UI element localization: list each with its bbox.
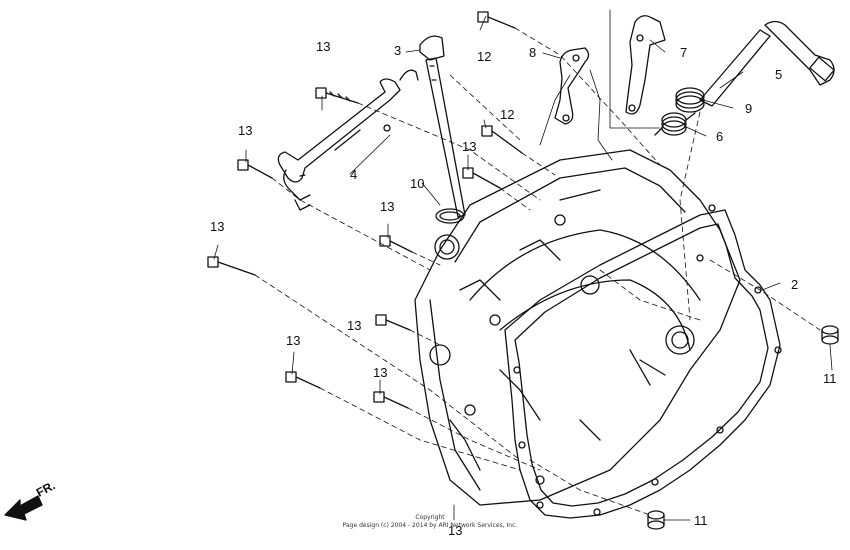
callout-3: 3	[394, 43, 402, 58]
dowel-pin-upper	[821, 325, 839, 345]
callout-9: 9	[745, 101, 753, 116]
front-direction-arrow	[4, 495, 43, 521]
callout-12: 12	[500, 107, 515, 122]
copyright-line-1: Copyright	[415, 514, 445, 521]
callout-13: 13	[380, 199, 395, 214]
spring-6	[654, 112, 696, 136]
shift-lever-plate	[554, 47, 590, 125]
callout-8: 8	[529, 45, 537, 60]
copyright-line-2: Page design (c) 2004 - 2014 by ARI Netwo…	[342, 521, 518, 529]
dashed-alignment-lines	[254, 27, 821, 516]
bolt-13-e	[207, 256, 256, 276]
bolt-12-a	[477, 11, 516, 29]
copyright-notice: Copyright Page design (c) 2004 - 2014 by…	[330, 514, 530, 530]
callout-13: 13	[316, 39, 331, 54]
callout-4: 4	[350, 167, 358, 182]
bolt-13-a	[315, 87, 359, 104]
oil-dipstick	[419, 35, 466, 218]
callout-2: 2	[791, 277, 799, 292]
gasket	[504, 204, 782, 519]
callout-5: 5	[775, 67, 783, 82]
callout-12: 12	[477, 49, 492, 64]
leader-lines	[213, 9, 833, 521]
bolt-13-d	[379, 235, 413, 253]
callout-1: 13	[448, 523, 463, 538]
bracket	[277, 69, 419, 211]
callout-13: 13	[373, 365, 388, 380]
bolt-13-b	[237, 159, 273, 179]
crankcase-cover	[414, 149, 741, 506]
o-ring	[435, 208, 465, 224]
callout-13: 13	[238, 123, 253, 138]
callout-13: 13	[286, 333, 301, 348]
callout-13: 13	[347, 318, 362, 333]
callout-11: 11	[694, 513, 708, 528]
callout-13: 13	[210, 219, 225, 234]
bolt-12-b	[481, 125, 523, 154]
shift-spindle	[699, 20, 835, 107]
bolt-13-g	[285, 371, 321, 389]
callout-6: 6	[716, 129, 724, 144]
bolt-13-f	[375, 314, 411, 331]
callout-10: 10	[410, 176, 425, 191]
callout-11: 11	[823, 371, 837, 386]
kick-arm	[625, 15, 666, 115]
dowel-pin-lower	[647, 510, 665, 530]
callout-13: 13	[462, 139, 477, 154]
bolt-13-c	[462, 167, 501, 189]
callout-7: 7	[680, 45, 688, 60]
bolt-13-h	[373, 391, 409, 409]
